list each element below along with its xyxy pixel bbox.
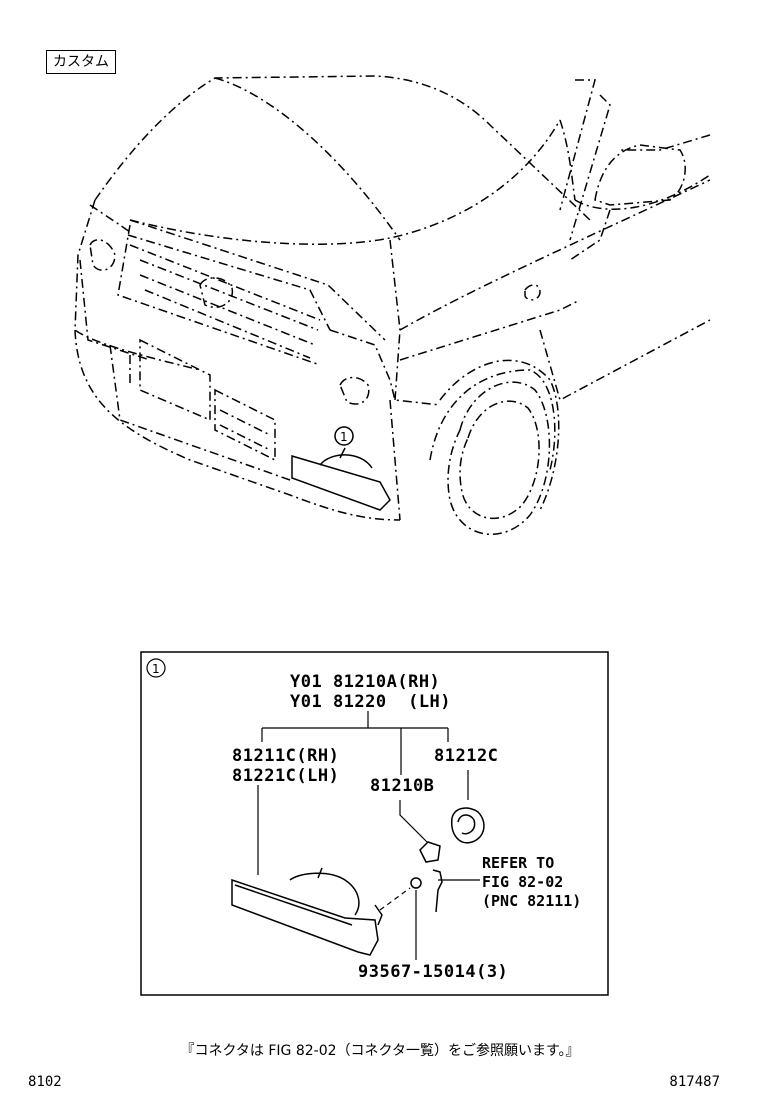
detail-frame xyxy=(140,651,609,996)
lens-part-rh: 81211C(RH) xyxy=(232,746,340,766)
page-code: 8102 xyxy=(28,1074,62,1090)
refer-line-2: FIG 82-02 xyxy=(482,873,564,891)
callout-marker-1 xyxy=(334,426,354,446)
lens-part-lh: 81221C(LH) xyxy=(232,766,340,786)
refer-line-3: (PNC 82111) xyxy=(482,892,582,910)
detail-callout-marker xyxy=(146,658,166,678)
callout-number: 1 xyxy=(340,430,348,444)
bulb-part: 81210B xyxy=(370,776,435,796)
refer-line-1: REFER TO xyxy=(482,854,555,872)
connector-note: 『コネクタは FIG 82-02（コネクタ一覧）をご参照願います。』 xyxy=(180,1043,580,1059)
screw-part: 93567-15014(3) xyxy=(358,962,509,982)
figure-code: 817487 xyxy=(669,1074,720,1090)
detail-callout-number: 1 xyxy=(152,662,160,676)
assembly-part-lh: Y01 81220 (LH) xyxy=(290,692,452,712)
assembly-part-rh: Y01 81210A(RH) xyxy=(290,672,441,692)
socket-part: 81212C xyxy=(434,746,499,766)
variant-tag: カスタム xyxy=(46,50,116,74)
